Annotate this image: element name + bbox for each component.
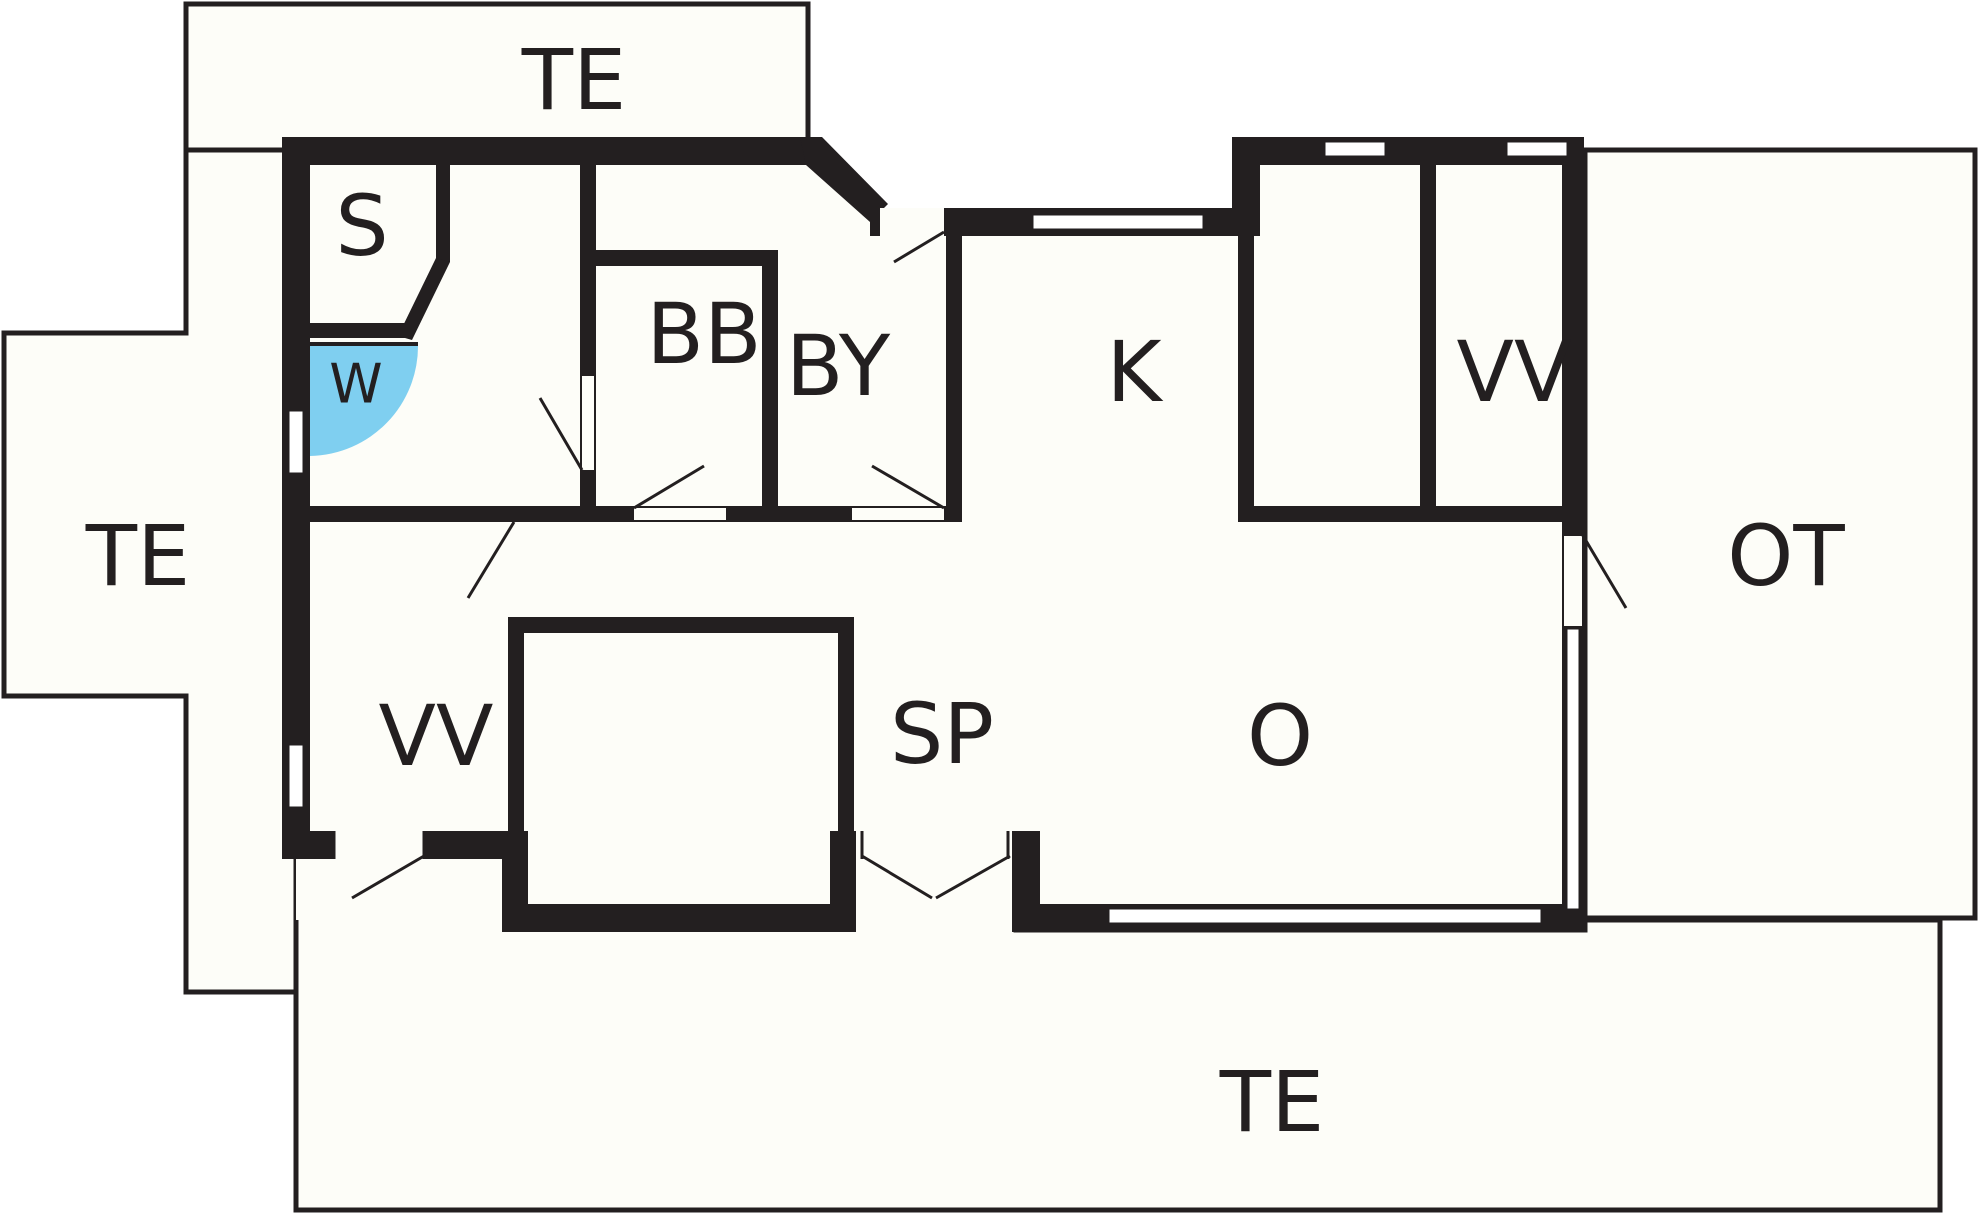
label-bathroom: BB: [646, 285, 761, 383]
label-living: O: [1247, 687, 1313, 785]
interior-walls: [296, 150, 1574, 862]
covered-terrace-area: [1582, 147, 1978, 921]
label-covered-terrace: OT: [1727, 507, 1845, 605]
wc-door-swing: [310, 344, 419, 456]
label-terrace-bottom: TE: [1219, 1053, 1324, 1151]
window-wc: [286, 408, 306, 476]
label-kitchen: K: [1106, 323, 1163, 421]
interior-floor: [296, 150, 1576, 920]
label-wc: W: [329, 353, 382, 416]
label-bedroom-left: VV: [379, 687, 494, 785]
window-living-bottom: [1106, 906, 1544, 926]
door-openings: [334, 208, 1582, 859]
label-terrace-left: TE: [85, 507, 190, 605]
window-bedroom-right-2: [1504, 139, 1570, 159]
door-swings: [332, 230, 1628, 900]
window-bedroom-right-1: [1322, 139, 1388, 159]
label-storage: S: [335, 177, 388, 275]
room-labels: TE TE TE S W BB BY K VV VV SP O OT: [85, 31, 1846, 1151]
label-laundry: BY: [786, 317, 891, 415]
window-living-right: [1564, 626, 1582, 912]
window-bedroom-left: [286, 742, 306, 810]
windows: [286, 139, 1582, 926]
terrace-top-area: [183, 1, 811, 153]
window-kitchen: [1030, 212, 1206, 232]
label-pantry: SP: [890, 685, 994, 783]
label-bedroom-right: VV: [1457, 323, 1572, 421]
exterior-walls: [282, 137, 1584, 932]
label-terrace-top: TE: [521, 31, 626, 129]
